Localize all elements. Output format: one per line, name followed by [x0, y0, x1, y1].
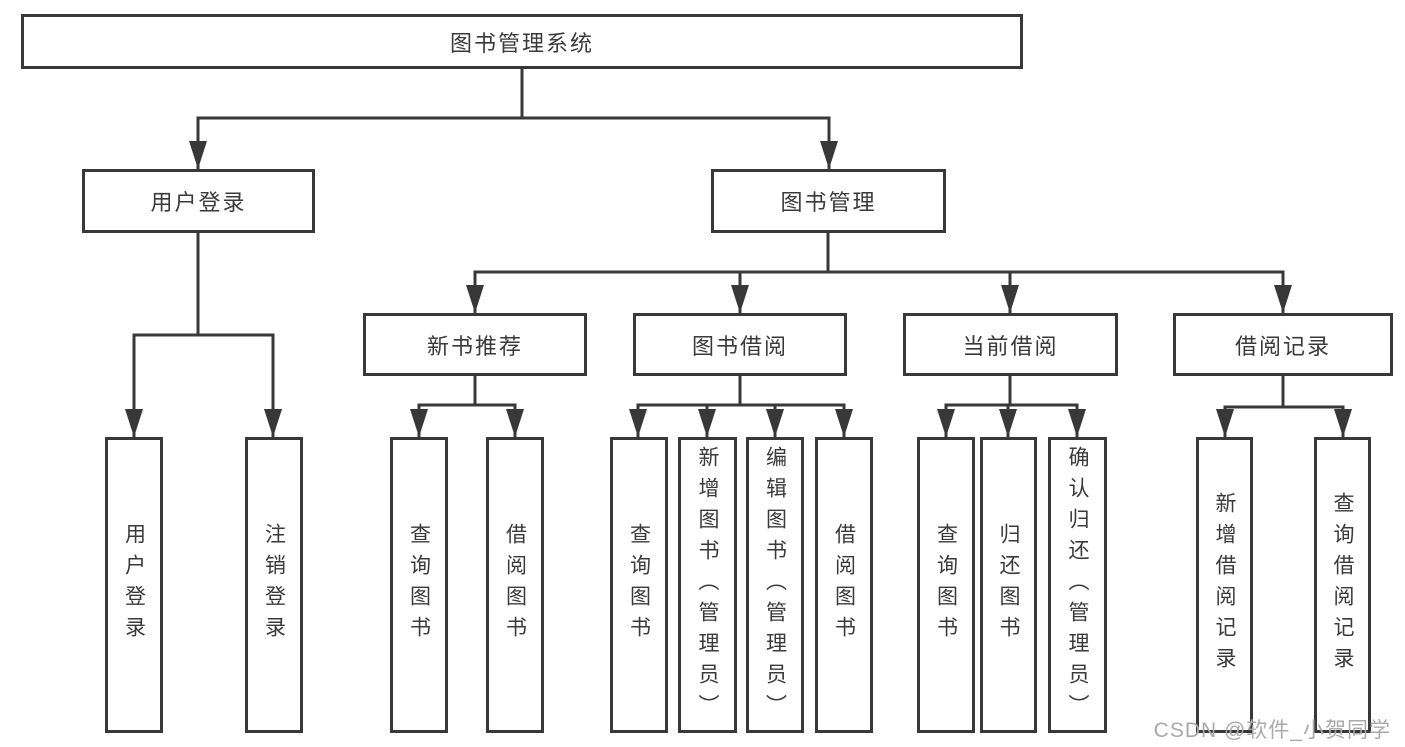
leaf-br-add-record: 新增借阅记录 [1196, 437, 1253, 733]
node-label: 借阅图书 [503, 523, 527, 647]
leaf-cb-confirm-return-admin: 确认归还（管理员） [1048, 437, 1107, 733]
connector-book-management-children [466, 233, 1292, 313]
node-current-borrow: 当前借阅 [903, 313, 1118, 376]
node-label: 新增借阅记录 [1213, 492, 1236, 678]
node-label: 图书借阅 [691, 333, 788, 359]
node-label: 借阅记录 [1234, 333, 1331, 359]
node-book-borrow: 图书借阅 [633, 313, 847, 376]
node-label: 新书推荐 [426, 333, 523, 359]
leaf-nbr-borrow-books: 借阅图书 [486, 437, 544, 733]
node-label: 图书管理系统 [449, 30, 594, 56]
leaf-bb-borrow-books: 借阅图书 [815, 437, 873, 733]
leaf-user-login: 用户登录 [105, 437, 163, 733]
node-label: 查询借阅记录 [1331, 492, 1354, 678]
node-new-book-recommend: 新书推荐 [363, 313, 587, 376]
connector-new-book-recommend-children [410, 376, 524, 437]
leaf-nbr-query-books: 查询图书 [390, 437, 448, 733]
node-label: 新增图书（管理员） [696, 445, 719, 725]
node-label: 归还图书 [997, 523, 1020, 647]
node-label: 注销登录 [262, 523, 286, 647]
node-label: 查询图书 [627, 523, 651, 647]
node-label: 图书管理 [780, 190, 877, 215]
leaf-logout-login: 注销登录 [245, 437, 303, 733]
node-library-management-system: 图书管理系统 [21, 14, 1023, 69]
node-user-login: 用户登录 [82, 169, 315, 233]
leaf-cb-query-books: 查询图书 [917, 437, 975, 733]
connector-root-to-level2 [189, 69, 838, 169]
node-label: 当前借阅 [962, 333, 1059, 359]
connector-current-borrow-children [937, 376, 1086, 437]
node-label: 用户登录 [150, 190, 247, 215]
leaf-bb-add-books-admin: 新增图书（管理员） [678, 437, 737, 733]
leaf-bb-edit-books-admin: 编辑图书（管理员） [746, 437, 804, 733]
node-label: 编辑图书（管理员） [763, 445, 787, 725]
connector-borrow-record-children [1216, 376, 1352, 437]
leaf-cb-return-books: 归还图书 [980, 437, 1037, 733]
node-label: 借阅图书 [832, 523, 856, 647]
leaf-bb-query-books: 查询图书 [610, 437, 668, 733]
connector-book-borrow-children [629, 376, 853, 437]
node-borrow-record: 借阅记录 [1173, 313, 1393, 376]
node-label: 查询图书 [407, 523, 431, 647]
leaf-br-query-record: 查询借阅记录 [1314, 437, 1371, 733]
csdn-watermark: CSDN @软件_小贺同学 [1153, 719, 1391, 742]
connector-user-login-children [125, 233, 282, 437]
node-book-management: 图书管理 [711, 169, 946, 233]
node-label: 查询图书 [934, 523, 958, 647]
node-label: 确认归还（管理员） [1066, 445, 1089, 725]
node-label: 用户登录 [122, 523, 146, 647]
